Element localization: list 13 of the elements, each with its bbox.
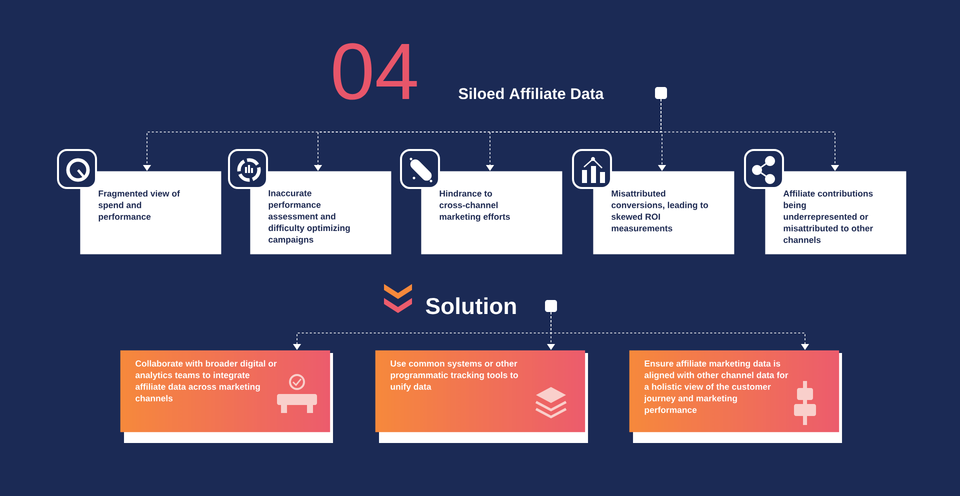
problem-box: Fragmented view of spend and performance bbox=[80, 171, 222, 254]
problem-box: Affiliate contributions being underrepresented or misattributed to other channels bbox=[765, 171, 906, 254]
section-number: 04 bbox=[333, 43, 417, 100]
problem-box: Inaccurate performance assessment and difficulty optimizing campaigns bbox=[250, 171, 392, 254]
solution-box: Ensure affiliate marketing data is aligned with other channel data for a holistic view of the customer journey and marketing performance bbox=[629, 350, 842, 443]
heading: Solution bbox=[426, 297, 516, 314]
problem-box: Hindrance to cross-channel marketing efforts bbox=[421, 171, 562, 254]
solution-box: Use common systems or other programmatic tracking tools to unify data bbox=[375, 350, 588, 443]
problem-box: Misattributed conversions, leading to skewed ROI measurements bbox=[593, 171, 734, 254]
connector-arrow bbox=[660, 98, 840, 171]
heading: Siloed Affiliate Data bbox=[458, 88, 604, 100]
connector-arrow bbox=[550, 312, 810, 350]
solution-box: Collaborate with broader digital or analytics teams to integrate affiliate data across marketing channels bbox=[120, 350, 333, 443]
